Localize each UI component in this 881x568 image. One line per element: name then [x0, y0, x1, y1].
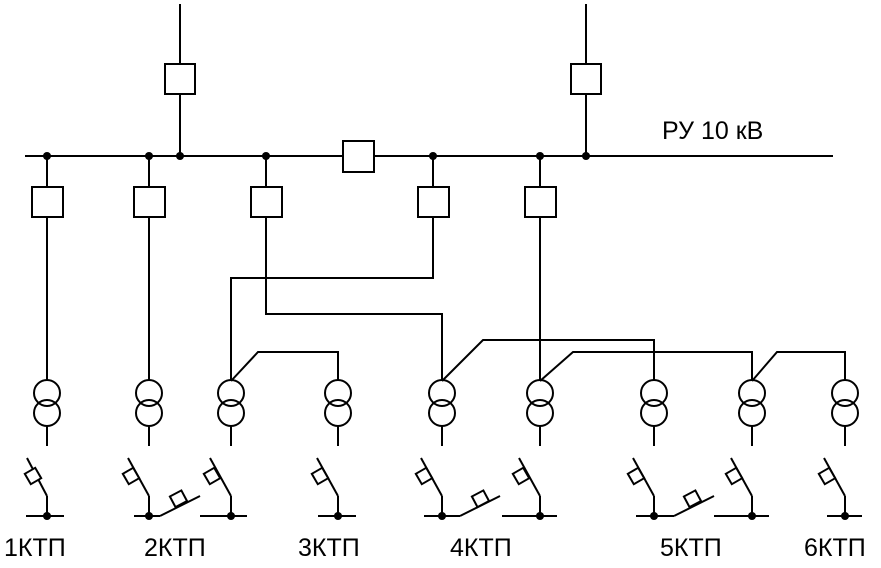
bus-section-breaker [342, 140, 375, 173]
switch-2ktp-b [200, 457, 247, 520]
label-1ktp: 1КТП [4, 534, 66, 562]
transformer-5ktp-b [738, 379, 766, 446]
busbar [25, 140, 833, 173]
feeder-breakers [31, 156, 557, 218]
switch-5ktp-b [714, 457, 769, 520]
transformer-3ktp [324, 379, 352, 446]
transformer-4ktp-a [428, 379, 456, 446]
switch-4ktp-b [502, 457, 557, 520]
label-3ktp: 3КТП [298, 534, 360, 562]
incoming-feeder-left [164, 4, 196, 156]
transformer-5ktp-a [640, 379, 668, 446]
switch-1ktp [23, 457, 64, 520]
label-5ktp: 5КТП [660, 534, 722, 562]
label-6ktp: 6КТП [804, 534, 866, 562]
switch-5ktp-a [626, 457, 715, 520]
transformer-2ktp-b [217, 379, 245, 446]
incoming-feeder-right [570, 4, 602, 156]
label-2ktp: 2КТП [144, 534, 206, 562]
label-4ktp: 4КТП [450, 534, 512, 562]
bus-label: РУ 10 кВ [662, 117, 763, 145]
transformer-1ktp [33, 379, 61, 446]
switch-6ktp [817, 457, 862, 520]
switch-3ktp [310, 457, 356, 520]
switch-2ktp [121, 457, 201, 520]
switch-4ktp-a [414, 457, 501, 520]
transformer-2ktp [135, 379, 163, 446]
transformer-6ktp [831, 379, 859, 446]
cable-lines [46, 217, 846, 382]
transformer-4ktp-b [526, 379, 554, 446]
